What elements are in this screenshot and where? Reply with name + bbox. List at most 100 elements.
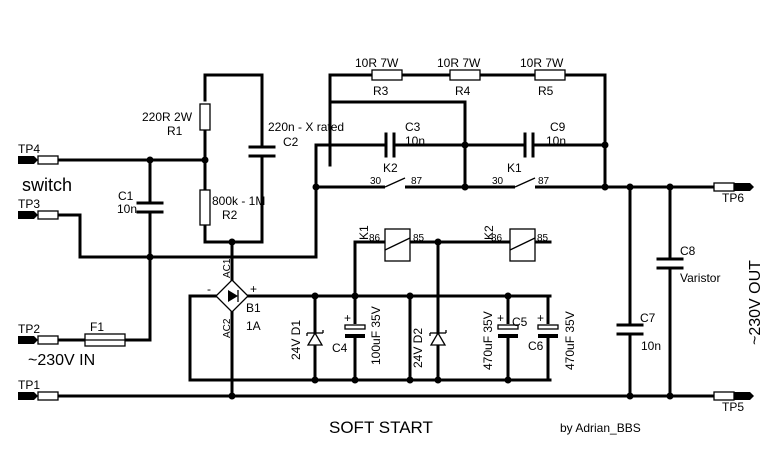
- svg-text:-: -: [207, 282, 211, 296]
- svg-text:B1: B1: [246, 301, 261, 315]
- svg-text:470uF 35V: 470uF 35V: [563, 311, 577, 370]
- relay-coil-k2: K2 86 85: [482, 225, 549, 262]
- relay-contact-k1: K1 30 87: [492, 161, 550, 192]
- svg-text:85: 85: [413, 233, 425, 244]
- svg-text:+: +: [344, 311, 351, 325]
- svg-text:24V D1: 24V D1: [289, 320, 303, 360]
- electrolytic-c4: + C4 100uF 35V: [332, 306, 383, 365]
- junction-dot: [434, 376, 442, 384]
- junction-dot: [228, 392, 236, 400]
- junction-dot: [312, 183, 320, 191]
- junction-dot: [626, 392, 634, 400]
- svg-text:Varistor: Varistor: [680, 271, 720, 285]
- svg-text:470uF 35V: 470uF 35V: [481, 311, 495, 370]
- terminal-tp6: TP6: [713, 182, 754, 205]
- capacitor-c3: C3 10n: [384, 120, 425, 158]
- svg-text:1A: 1A: [246, 319, 261, 333]
- junctions: [146, 141, 674, 400]
- svg-text:TP2: TP2: [18, 322, 40, 336]
- svg-text:TP3: TP3: [18, 197, 40, 211]
- svg-text:C4: C4: [332, 341, 348, 355]
- junction-dot: [201, 156, 209, 164]
- svg-text:F1: F1: [90, 320, 104, 334]
- svg-text:TP6: TP6: [722, 191, 744, 205]
- svg-text:10n: 10n: [117, 202, 137, 216]
- svg-text:C1: C1: [118, 189, 134, 203]
- relay-coil-k1: K1 86 85: [357, 225, 425, 262]
- svg-text:C7: C7: [640, 311, 656, 325]
- resistor-r3: 10R 7W R3: [355, 56, 403, 98]
- svg-text:C3: C3: [405, 120, 421, 134]
- svg-text:87: 87: [411, 176, 423, 187]
- svg-text:R5: R5: [538, 84, 554, 98]
- svg-text:220n - X rated: 220n - X rated: [268, 120, 344, 134]
- capacitor-c9: C9 10n: [523, 120, 566, 158]
- capacitor-c2: 220n - X rated C2: [248, 120, 344, 158]
- svg-text:86: 86: [491, 233, 503, 244]
- terminal-tp1: TP1: [18, 378, 59, 401]
- junction-dot: [626, 183, 634, 191]
- varistor-c8: C8 Varistor: [656, 244, 720, 285]
- svg-text:85: 85: [537, 233, 549, 244]
- junction-dot: [228, 238, 236, 246]
- resistor-r5: 10R 7W R5: [520, 56, 566, 98]
- svg-text:C2: C2: [283, 135, 299, 149]
- junction-dot: [406, 376, 414, 384]
- svg-text:10R 7W: 10R 7W: [520, 56, 564, 70]
- output-label: ~230V OUT: [747, 260, 764, 345]
- relay-contact-k2: K2 30 87: [370, 161, 423, 192]
- svg-text:10R 7W: 10R 7W: [437, 56, 481, 70]
- svg-text:R1: R1: [167, 124, 183, 138]
- svg-text:TP4: TP4: [18, 142, 40, 156]
- svg-text:30: 30: [370, 176, 382, 187]
- svg-text:K1: K1: [507, 161, 522, 175]
- resistor-r2: 800k - 1M R2: [199, 189, 265, 226]
- terminal-tp3: TP3: [18, 197, 59, 220]
- electrolytic-c5: + C5 470uF 35V: [481, 311, 528, 370]
- zener-diode-d1: 24V D1: [289, 320, 324, 360]
- svg-text:+: +: [250, 282, 257, 296]
- svg-text:24V D2: 24V D2: [411, 328, 425, 368]
- svg-text:87: 87: [538, 176, 550, 187]
- junction-dot: [461, 183, 469, 191]
- junction-dot: [351, 376, 359, 384]
- capacitor-c7: C7 10n: [616, 311, 661, 353]
- author-credit: by Adrian_BBS: [560, 421, 641, 435]
- input-label: ~230V IN: [28, 352, 95, 369]
- svg-text:TP5: TP5: [722, 400, 744, 414]
- junction-dot: [406, 292, 414, 300]
- svg-text:800k - 1M: 800k - 1M: [212, 194, 265, 208]
- svg-text:10n: 10n: [405, 134, 425, 148]
- junction-dot: [666, 183, 674, 191]
- junction-dot: [601, 141, 609, 149]
- svg-text:K1: K1: [357, 225, 371, 240]
- svg-text:C6: C6: [528, 339, 544, 353]
- wires: [56, 73, 722, 398]
- svg-text:10n: 10n: [641, 339, 661, 353]
- svg-text:10R 7W: 10R 7W: [355, 56, 399, 70]
- resistor-r4: 10R 7W R4: [437, 56, 481, 98]
- diagram-title: SOFT START: [329, 418, 433, 437]
- svg-text:R4: R4: [455, 84, 471, 98]
- svg-text:220R 2W: 220R 2W: [142, 110, 193, 124]
- junction-dot: [311, 292, 319, 300]
- electrolytic-c6: + C6 470uF 35V: [528, 311, 577, 370]
- junction-dot: [666, 392, 674, 400]
- junction-dot: [311, 376, 319, 384]
- svg-text:86: 86: [369, 233, 381, 244]
- junction-dot: [146, 253, 154, 261]
- junction-dot: [504, 376, 512, 384]
- svg-text:K2: K2: [383, 161, 398, 175]
- svg-text:TP1: TP1: [18, 378, 40, 392]
- junction-dot: [434, 238, 442, 246]
- junction-dot: [146, 156, 154, 164]
- svg-text:+: +: [537, 311, 544, 325]
- terminal-tp4: TP4: [18, 142, 59, 165]
- svg-text:C8: C8: [680, 244, 696, 258]
- svg-text:R3: R3: [373, 84, 389, 98]
- junction-dot: [504, 292, 512, 300]
- svg-text:10n: 10n: [546, 134, 566, 148]
- terminal-tp2: TP2: [18, 322, 59, 345]
- fuse-f1: F1: [84, 320, 126, 347]
